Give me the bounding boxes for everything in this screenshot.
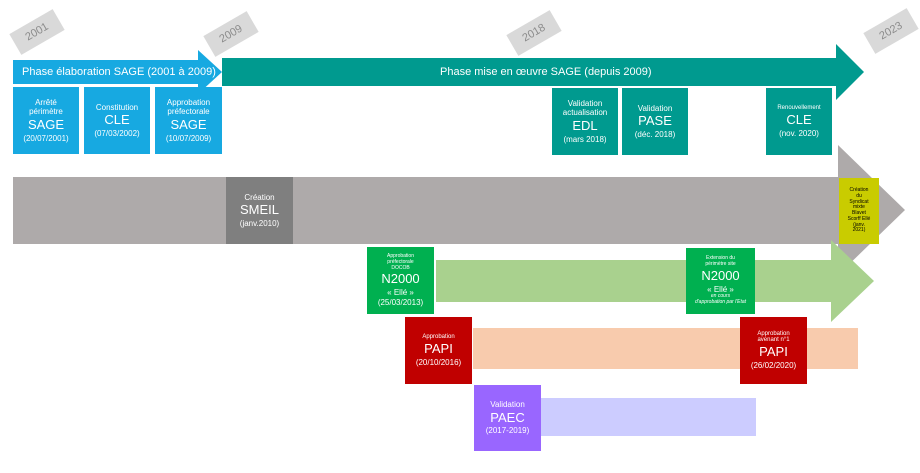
sage-box-renouvellement-cle: Renouvellement CLE (nov. 2020) xyxy=(766,88,832,155)
box-title: SMEIL xyxy=(239,202,279,218)
box-title: N2000 xyxy=(381,271,420,287)
box-line: périmètre xyxy=(29,107,63,117)
grey-timeline-arrow xyxy=(13,145,905,275)
box-line: Création xyxy=(849,187,869,193)
box-title: PAPI xyxy=(424,340,453,356)
syndicat-mixte-box: Création du Syndicat mixte Blavet Scorff… xyxy=(839,178,879,244)
box-line: Approbation xyxy=(757,330,790,337)
phase-mise-en-oeuvre-arrow xyxy=(222,44,864,100)
box-line: préfectorale xyxy=(167,107,210,117)
box-title: EDL xyxy=(572,117,598,133)
box-title: PAEC xyxy=(490,409,525,425)
box-line: Approbation xyxy=(166,98,211,108)
paec-box: Validation PAEC (2017-2019) xyxy=(474,385,541,451)
papi-box-approbation: Approbation PAPI (20/10/2016) xyxy=(405,317,472,384)
box-line: périmètre site xyxy=(705,261,736,268)
box-title: CLE xyxy=(786,111,812,127)
box-date: (10/07/2009) xyxy=(165,133,212,143)
sage-box-constitution-cle: Constitution CLE (07/03/2002) xyxy=(84,87,150,154)
box-line: Blavet xyxy=(852,210,866,216)
box-note: d'approbation par l'Etat xyxy=(694,298,747,305)
box-line: Renouvellement xyxy=(777,104,821,111)
box-date: (déc. 2018) xyxy=(634,129,676,139)
n2000-box-approbation-docob: Approbation préfectorale DOCOB N2000 « E… xyxy=(367,247,434,314)
box-line: Extension du xyxy=(706,255,735,262)
n2000-box-extension-perimetre: Extension du périmètre site N2000 « Ellé… xyxy=(686,248,755,314)
box-date: (janv.2010) xyxy=(239,218,280,228)
box-date: (20/10/2016) xyxy=(415,357,462,367)
n2000-arrow xyxy=(436,240,874,322)
box-line: préfectorale xyxy=(387,258,414,265)
box-title: SAGE xyxy=(170,116,207,132)
box-line: Approbation xyxy=(387,253,414,260)
paec-bar xyxy=(541,398,756,436)
box-line: Validation xyxy=(490,400,525,410)
box-note: en cours xyxy=(710,293,731,300)
papi-box-avenant: Approbation avenant n°1 PAPI (26/02/2020… xyxy=(740,317,807,384)
box-date: (26/02/2020) xyxy=(750,361,797,371)
box-title: CLE xyxy=(104,112,130,128)
box-title: PAPI xyxy=(759,344,788,360)
smeil-box: Création SMEIL (janv.2010) xyxy=(226,177,293,244)
box-date: (25/03/2013) xyxy=(377,297,424,307)
box-date: (07/03/2002) xyxy=(94,128,140,138)
box-line: Arrêté xyxy=(35,98,57,108)
box-line: mixte xyxy=(853,204,865,211)
box-date: (nov. 2020) xyxy=(779,128,819,138)
box-line: actualisation xyxy=(562,108,608,118)
box-subtitle: « Ellé » xyxy=(387,288,414,298)
box-title: PASE xyxy=(638,113,672,129)
box-line: Création xyxy=(244,192,275,202)
box-line: Scorff Ellé xyxy=(847,215,871,222)
box-title: SAGE xyxy=(27,116,65,132)
box-date: (mars 2018) xyxy=(563,134,607,144)
sage-box-validation-edl: Validation actualisation EDL (mars 2018) xyxy=(552,88,618,155)
phase-elaboration-arrow xyxy=(13,50,222,94)
box-line: avenant n°1 xyxy=(757,337,790,344)
box-subtitle: « Ellé » xyxy=(707,284,734,294)
phase-mise-en-oeuvre-label: Phase mise en œuvre SAGE (depuis 2009) xyxy=(440,66,652,78)
box-line: Approbation xyxy=(422,333,455,340)
box-title: N2000 xyxy=(701,267,740,283)
box-line: du xyxy=(856,192,862,199)
sage-box-validation-pase: Validation PASE (déc. 2018) xyxy=(622,88,688,155)
sage-box-approbation-sage: Approbation préfectorale SAGE (10/07/200… xyxy=(155,87,222,154)
box-date: (2017-2019) xyxy=(485,426,530,436)
box-date: (20/07/2001) xyxy=(23,133,69,143)
sage-box-arrete-perimetre: Arrêté périmètre SAGE (20/07/2001) xyxy=(13,87,79,154)
box-line: DOCOB xyxy=(391,264,410,271)
box-line: Validation xyxy=(637,103,673,113)
box-line: Syndicat xyxy=(849,198,869,205)
box-line: Validation xyxy=(567,99,603,109)
box-line: (janv. xyxy=(853,221,865,228)
box-line: Constitution xyxy=(95,102,139,112)
phase-elaboration-label: Phase élaboration SAGE (2001 à 2009) xyxy=(22,66,216,78)
box-line: 2021) xyxy=(852,227,866,234)
